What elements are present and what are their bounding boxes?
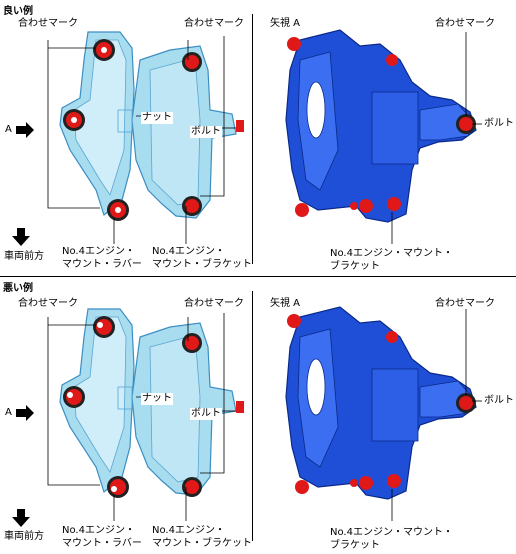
view-arrow-icon bbox=[16, 122, 34, 138]
match-mark-label-left: 合わせマーク bbox=[18, 298, 78, 309]
rubber-label-line2: マウント・ラバー bbox=[62, 538, 142, 549]
match-mark-label-right: 合わせマーク bbox=[184, 18, 244, 29]
view-a-label: 矢視 A bbox=[270, 298, 301, 309]
nut-label: ナット bbox=[141, 393, 173, 405]
bolt-label-left: ボルト bbox=[190, 408, 222, 420]
bracket-label-view-line2: ブラケット bbox=[330, 540, 380, 551]
section-title: 良い例 bbox=[3, 6, 33, 17]
bracket-label-left-line1: No.4エンジン・ bbox=[152, 525, 225, 536]
bolt-heads-left bbox=[63, 39, 244, 221]
bad-figure bbox=[12, 306, 482, 527]
bracket-label-view-line2: ブラケット bbox=[330, 261, 380, 272]
engine-mount-bracket-drawing bbox=[117, 45, 237, 219]
vehicle-forward-label: 車両前方 bbox=[4, 251, 44, 262]
bolt-label-left: ボルト bbox=[190, 126, 222, 138]
forward-arrow-icon bbox=[12, 509, 30, 527]
view-arrow-icon bbox=[16, 405, 34, 421]
bracket-view-a-drawing bbox=[285, 306, 477, 500]
section-good: 良い例 bbox=[3, 6, 514, 272]
leader-lines-left bbox=[47, 36, 236, 244]
view-arrow-label: A bbox=[5, 407, 12, 418]
rubber-label-line2: マウント・ラバー bbox=[62, 259, 142, 270]
rubber-label-line1: No.4エンジン・ bbox=[62, 525, 135, 536]
engine-mount-rubber-drawing bbox=[59, 308, 135, 494]
leader-lines-left bbox=[47, 313, 236, 521]
bracket-label-left-line1: No.4エンジン・ bbox=[152, 246, 225, 257]
view-arrow-label: A bbox=[5, 124, 12, 135]
bolt-heads-right bbox=[287, 314, 476, 494]
bracket-label-left-line2: マウント・ブラケット bbox=[152, 259, 252, 270]
forward-arrow-icon bbox=[12, 228, 30, 246]
match-mark-label-right: 合わせマーク bbox=[184, 298, 244, 309]
bracket-label-view-line1: No.4エンジン・マウント・ bbox=[330, 248, 453, 259]
bolt-label-view: ボルト bbox=[484, 395, 514, 406]
bolt-heads-right bbox=[287, 37, 476, 217]
engine-mount-rubber-drawing bbox=[59, 31, 135, 217]
section-divider-horizontal bbox=[0, 276, 516, 277]
leader-lines-right bbox=[391, 309, 482, 521]
section-title: 悪い例 bbox=[3, 283, 33, 294]
section-divider-vertical bbox=[252, 291, 253, 541]
view-a-label: 矢視 A bbox=[270, 18, 301, 29]
good-figure bbox=[12, 29, 482, 246]
bracket-view-a-drawing bbox=[285, 29, 477, 223]
bolt-label-view: ボルト bbox=[484, 118, 514, 129]
section-divider-vertical bbox=[252, 14, 253, 264]
bolt-heads-left bbox=[63, 316, 244, 498]
nut-label: ナット bbox=[141, 112, 173, 124]
vehicle-forward-label: 車両前方 bbox=[4, 531, 44, 542]
leader-lines-right bbox=[391, 32, 482, 244]
bracket-label-left-line2: マウント・ブラケット bbox=[152, 538, 252, 549]
section-bad: 悪い例 bbox=[0, 277, 516, 554]
match-mark-label-view: 合わせマーク bbox=[435, 298, 495, 309]
bracket-label-view-line1: No.4エンジン・マウント・ bbox=[330, 527, 453, 538]
rubber-label-line1: No.4エンジン・ bbox=[62, 246, 135, 257]
engine-mount-bracket-drawing bbox=[117, 322, 237, 496]
match-mark-label-view: 合わせマーク bbox=[435, 18, 495, 29]
match-mark-label-left: 合わせマーク bbox=[18, 18, 78, 29]
